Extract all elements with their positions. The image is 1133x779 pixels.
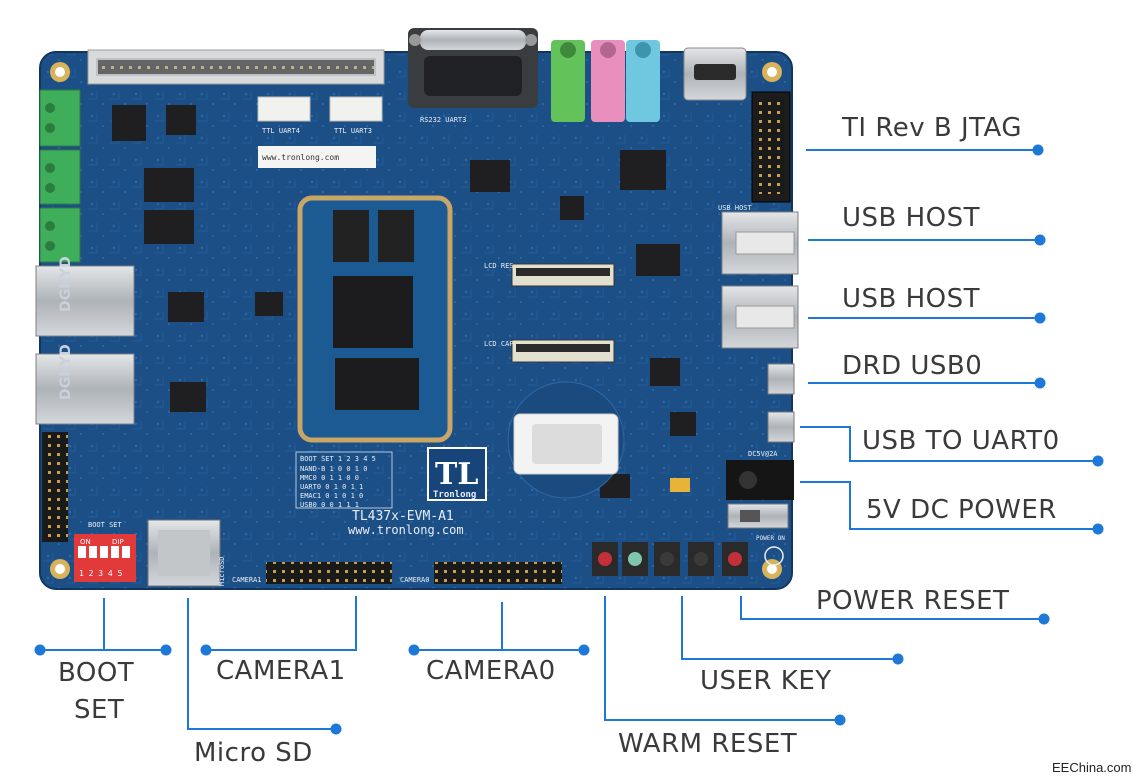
ethernet-jacks: DGKYD DGKYD — [35, 256, 135, 425]
tactile-buttons — [592, 542, 748, 576]
boot-table-row-1: MMC0 0 1 1 0 0 — [300, 474, 359, 482]
battery-holder — [507, 381, 625, 499]
tronlong-logo: TL Tronlong — [427, 447, 487, 501]
barcode-sticker: www.tronlong.com — [258, 146, 376, 168]
usb-host-ports: USB HOST — [718, 204, 799, 349]
camera-headers: CAMERA1 CAMERA0 — [232, 562, 562, 584]
dip-numbers: 1 2 3 4 5 — [79, 569, 123, 578]
rs232-connector — [408, 28, 538, 108]
camera1-silk: CAMERA1 — [232, 576, 262, 584]
terminal-blocks — [39, 89, 81, 263]
rs232-silk: RS232 UART3 — [420, 116, 466, 124]
dc-silk: DC5V@2A — [748, 450, 778, 458]
tantalum-capacitor — [670, 478, 690, 492]
lcd-res-silk: LCD RES — [484, 262, 514, 270]
leader-dots — [34, 144, 1104, 735]
jtag-header — [751, 91, 791, 203]
rj45-brand-1: DGKYD — [58, 256, 74, 312]
label-drd-usb0: DRD USB0 — [842, 351, 982, 381]
leader-user-key — [681, 596, 898, 660]
leader-lines — [40, 149, 1098, 730]
micro-sd-slot: MicroSD — [147, 519, 226, 587]
boot-table-row-2: UART0 0 1 0 1 1 — [300, 483, 363, 491]
label-usb-to-uart0: USB TO UART0 — [862, 426, 1060, 456]
uart-silk-1: TTL UART4 — [262, 127, 300, 135]
label-warm-reset: WARM RESET — [618, 729, 797, 759]
uart-connectors: TTL UART4 TTL UART3 RS232 UART3 — [257, 96, 466, 135]
leader-camera1 — [206, 596, 357, 651]
dip-switch: BOOT SET ON DIP 1 2 3 4 5 — [74, 521, 136, 582]
micro-usb-ports — [767, 363, 795, 443]
board-chips — [112, 105, 696, 498]
label-usb-host-1: USB HOST — [842, 203, 980, 233]
label-boot-set-line2: SET — [74, 695, 124, 725]
label-power-reset: POWER RESET — [816, 586, 1009, 616]
dc-jack: DC5V@2A — [726, 450, 794, 500]
lcd-connectors: LCD RES LCD CAP — [484, 262, 615, 363]
leader-usb-to-uart0 — [800, 426, 1098, 462]
dip-on: ON — [80, 538, 91, 546]
logo-brand: Tronlong — [433, 490, 476, 500]
boot-table-row-0: NAND-B 1 0 0 1 0 — [300, 465, 367, 473]
boot-table: BOOT SET 1 2 3 4 5 NAND-B 1 0 0 1 0 MMC0… — [295, 451, 393, 509]
callout-labels: TI Rev B JTAG USB HOST USB HOST DRD USB0… — [58, 113, 1060, 768]
core-module — [297, 195, 453, 443]
micro-sd-silk: MicroSD — [218, 556, 226, 586]
audio-jacks — [551, 40, 660, 122]
board-model: TL437x-EVM-A1 — [352, 509, 454, 524]
label-jtag: TI Rev B JTAG — [841, 113, 1022, 143]
lcd-cap-silk: LCD CAP — [484, 340, 514, 348]
gpio-header — [87, 49, 385, 85]
logo-letters: TL — [435, 457, 478, 492]
boot-table-header: BOOT SET 1 2 3 4 5 — [300, 455, 376, 463]
board-url: www.tronlong.com — [348, 523, 464, 537]
leader-boot-set-left — [40, 598, 105, 651]
left-pin-header — [42, 432, 68, 542]
rj45-brand-2: DGKYD — [58, 344, 74, 400]
power-on-silk: POWER ON — [756, 535, 785, 542]
usb-host-silk: USB HOST — [718, 204, 753, 212]
power-switch: POWER ON — [727, 503, 789, 566]
label-camera1: CAMERA1 — [216, 656, 346, 686]
label-boot-set-line1: BOOT — [58, 658, 134, 688]
watermark: EEChina.com — [1052, 760, 1131, 775]
sticker-text: www.tronlong.com — [262, 153, 339, 162]
leader-warm-reset — [604, 596, 840, 721]
label-user-key: USER KEY — [700, 666, 832, 696]
boot-table-row-3: EMAC1 0 1 0 1 0 — [300, 492, 363, 500]
leader-dc-power — [800, 481, 1098, 530]
hdmi-connector — [683, 47, 747, 101]
leader-micro-sd — [187, 598, 336, 730]
dip-text: DIP — [112, 538, 124, 546]
boot-table-row-4: USB0 0 0 1 1 1 — [300, 501, 359, 509]
label-camera0: CAMERA0 — [426, 656, 556, 686]
label-dc-power: 5V DC POWER — [866, 495, 1057, 525]
uart-silk-2: TTL UART3 — [334, 127, 372, 135]
label-usb-host-2: USB HOST — [842, 284, 980, 314]
boot-set-silk: BOOT SET — [88, 521, 123, 529]
camera0-silk: CAMERA0 — [400, 576, 430, 584]
label-micro-sd: Micro SD — [194, 738, 313, 768]
leader-power-reset — [740, 596, 1044, 620]
